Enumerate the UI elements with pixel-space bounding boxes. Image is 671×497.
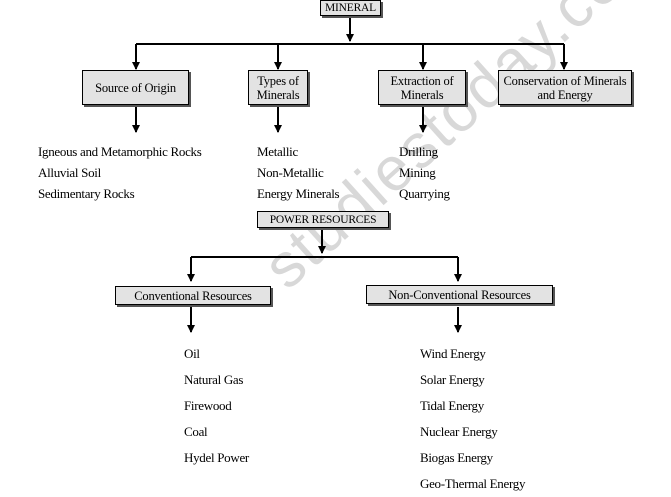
source-of-origin-list: Igneous and Metamorphic Rocks Alluvial S… bbox=[38, 141, 202, 204]
list-item: Quarrying bbox=[399, 186, 450, 201]
list-item: Mining bbox=[399, 165, 436, 180]
category-source-of-origin: Source of Origin bbox=[82, 70, 189, 105]
list-item: Geo-Thermal Energy bbox=[420, 476, 526, 491]
list-item: Hydel Power bbox=[184, 450, 249, 465]
extraction-list: Drilling Mining Quarrying bbox=[399, 141, 450, 204]
list-item: Igneous and Metamorphic Rocks bbox=[38, 144, 202, 159]
category-conservation: Conservation of Minerals and Energy bbox=[498, 70, 632, 105]
non-conventional-list: Wind Energy Solar Energy Tidal Energy Nu… bbox=[420, 341, 525, 497]
list-item: Firewood bbox=[184, 398, 232, 413]
category-types-of-minerals: Types of Minerals bbox=[248, 70, 308, 105]
category-non-conventional-resources: Non-Conventional Resources bbox=[366, 285, 553, 304]
list-item: Sedimentary Rocks bbox=[38, 186, 135, 201]
conventional-list: Oil Natural Gas Firewood Coal Hydel Powe… bbox=[184, 341, 249, 471]
category-conventional-resources: Conventional Resources bbox=[115, 286, 271, 305]
list-item: Natural Gas bbox=[184, 372, 244, 387]
list-item: Nuclear Energy bbox=[420, 424, 498, 439]
mineral-root-box: MINERAL bbox=[320, 0, 381, 16]
list-item: Coal bbox=[184, 424, 208, 439]
list-item: Tidal Energy bbox=[420, 398, 484, 413]
power-resources-root-box: POWER RESOURCES bbox=[257, 211, 389, 228]
category-extraction-of-minerals: Extraction of Minerals bbox=[378, 70, 466, 105]
list-item: Solar Energy bbox=[420, 372, 485, 387]
list-item: Biogas Energy bbox=[420, 450, 493, 465]
list-item: Oil bbox=[184, 346, 200, 361]
list-item: Non-Metallic bbox=[257, 165, 324, 180]
list-item: Metallic bbox=[257, 144, 298, 159]
list-item: Energy Minerals bbox=[257, 186, 340, 201]
types-of-minerals-list: Metallic Non-Metallic Energy Minerals bbox=[257, 141, 340, 204]
list-item: Alluvial Soil bbox=[38, 165, 101, 180]
list-item: Wind Energy bbox=[420, 346, 486, 361]
list-item: Drilling bbox=[399, 144, 438, 159]
